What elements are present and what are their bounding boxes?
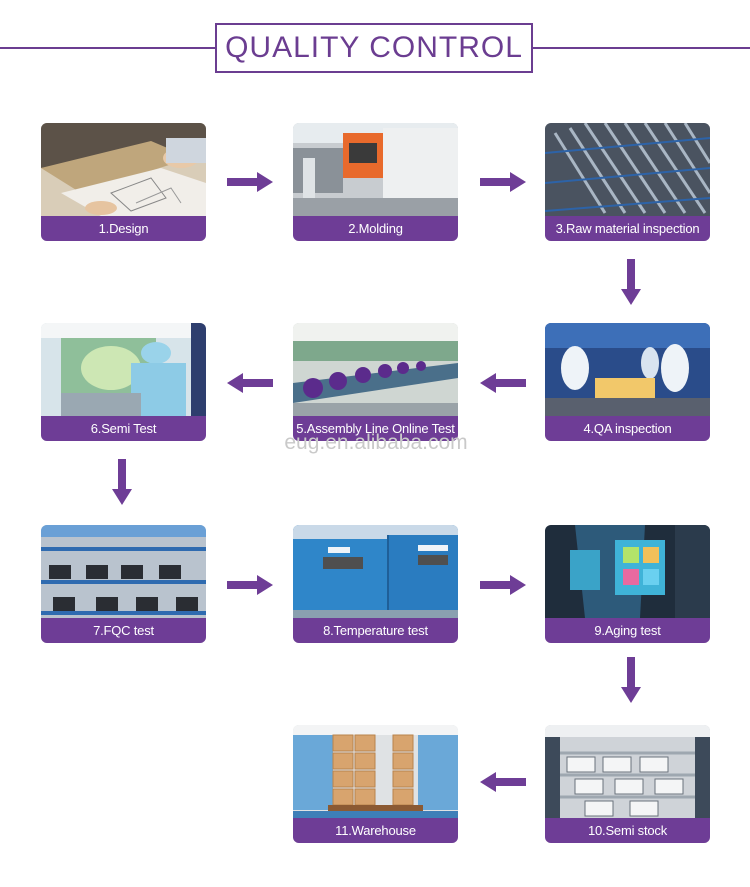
- step-card-aging-test: 9.Aging test: [545, 525, 710, 643]
- step-card-raw-material: 3.Raw material inspection: [545, 123, 710, 241]
- fqc-test-photo: [41, 525, 206, 618]
- title-rule-right: [531, 47, 750, 49]
- arrow-down-icon: [112, 459, 132, 505]
- title-rule-left: [0, 47, 217, 49]
- step-label-assembly-line: 5.Assembly Line Online Test: [293, 416, 458, 441]
- semi-test-photo: [41, 323, 206, 416]
- step-card-assembly-line: 5.Assembly Line Online Test: [293, 323, 458, 441]
- qa-inspection-photo: [545, 323, 710, 416]
- molding-photo: [293, 123, 458, 216]
- step-label-semi-stock: 10.Semi stock: [545, 818, 710, 843]
- step-card-fqc-test: 7.FQC test: [41, 525, 206, 643]
- step-label-molding: 2.Molding: [293, 216, 458, 241]
- raw-material-photo: [545, 123, 710, 216]
- arrow-right-icon: [480, 575, 526, 595]
- arrow-right-icon: [227, 575, 273, 595]
- warehouse-photo: [293, 725, 458, 818]
- step-label-semi-test: 6.Semi Test: [41, 416, 206, 441]
- semi-stock-photo: [545, 725, 710, 818]
- arrow-left-icon: [227, 373, 273, 393]
- arrow-down-icon: [621, 259, 641, 305]
- step-card-warehouse: 11.Warehouse: [293, 725, 458, 843]
- temperature-test-photo: [293, 525, 458, 618]
- step-card-qa-inspection: 4.QA inspection: [545, 323, 710, 441]
- design-photo: [41, 123, 206, 216]
- step-label-fqc-test: 7.FQC test: [41, 618, 206, 643]
- watermark: eug.en.alibaba.com: [284, 431, 468, 454]
- step-card-design: 1.Design: [41, 123, 206, 241]
- assembly-line-photo: [293, 323, 458, 416]
- step-label-raw-material: 3.Raw material inspection: [545, 216, 710, 241]
- arrow-left-icon: [480, 373, 526, 393]
- arrow-right-icon: [227, 172, 273, 192]
- step-card-semi-test: 6.Semi Test: [41, 323, 206, 441]
- arrow-right-icon: [480, 172, 526, 192]
- step-label-design: 1.Design: [41, 216, 206, 241]
- step-label-qa-inspection: 4.QA inspection: [545, 416, 710, 441]
- arrow-left-icon: [480, 772, 526, 792]
- arrow-down-icon: [621, 657, 641, 703]
- step-card-temperature-test: 8.Temperature test: [293, 525, 458, 643]
- step-card-semi-stock: 10.Semi stock: [545, 725, 710, 843]
- step-label-temperature-test: 8.Temperature test: [293, 618, 458, 643]
- page-title: QUALITY CONTROL: [215, 23, 533, 73]
- step-label-warehouse: 11.Warehouse: [293, 818, 458, 843]
- aging-test-photo: [545, 525, 710, 618]
- step-card-molding: 2.Molding: [293, 123, 458, 241]
- step-label-aging-test: 9.Aging test: [545, 618, 710, 643]
